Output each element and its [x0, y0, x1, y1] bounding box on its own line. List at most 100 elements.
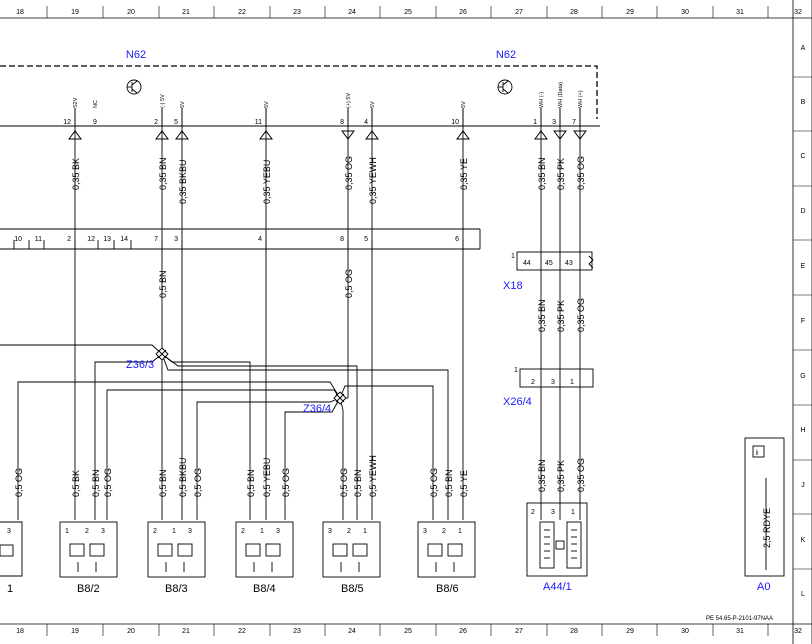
col-label: 31 [736, 628, 744, 635]
signal-label: 5V [370, 101, 376, 108]
signal-label: 5V [461, 101, 467, 108]
wire-label: 0,5 BN [246, 469, 256, 497]
signal-label: S2V [73, 97, 79, 108]
pin-number: 11 [255, 119, 262, 126]
pin-number: 1 [458, 528, 462, 535]
sensor-b8-2-label: B8/2 [77, 583, 100, 595]
pin-number: 2 [153, 528, 157, 535]
signal-label: WH (Data) [558, 82, 564, 108]
pin-number: 3 [551, 509, 555, 516]
transistor-icon [497, 79, 513, 95]
wire-label: 0,5 YEBU [262, 458, 272, 497]
pin-number: 10 [451, 119, 459, 126]
col-label: 20 [127, 628, 135, 635]
col-label: 21 [182, 628, 190, 635]
z36-4-label: Z36/4 [303, 403, 331, 415]
row-label: B [801, 99, 806, 106]
pin-number: 6 [455, 236, 459, 243]
row-label: G [800, 373, 805, 380]
col-label: 31 [736, 9, 744, 16]
pin-number: 2 [67, 236, 71, 243]
pin-number: 5 [174, 119, 178, 126]
sensor-b8-5-pins: 3 2 1 [328, 528, 367, 535]
row-label: J [801, 482, 805, 489]
pin-number: 1 [571, 509, 575, 516]
a0-wire-label: 2,5 RDYE [762, 508, 772, 548]
sensor-b8-5 [322, 521, 381, 578]
wire-label: 0,5 OG [339, 468, 349, 497]
pin-number: 1 [260, 528, 264, 535]
pin-number: 2 [442, 528, 446, 535]
pin-number: 1 [533, 119, 537, 126]
pin-number: 4 [258, 236, 262, 243]
pin-number: 3 [188, 528, 192, 535]
x18-wire-labels: 0,35 BN 0,35 PK 0,35 OG [537, 298, 586, 332]
a44-1-component [526, 502, 588, 577]
row-label: A [801, 45, 806, 52]
pin-number: 7 [154, 236, 158, 243]
x18-connector [516, 251, 594, 271]
pin-number: 3 [174, 236, 178, 243]
sensor-b8-4-label: B8/4 [253, 583, 276, 595]
document-reference: PE 54.65-P-2101-97NAA [706, 616, 773, 622]
col-label: 24 [348, 628, 356, 635]
ruler-ticks [46, 6, 769, 636]
sensor-b8-3-label: B8/3 [165, 583, 188, 595]
sensor-b8-6 [417, 521, 476, 578]
pin-number: 45 [545, 260, 553, 267]
wire-label: 0,5 BN [353, 469, 363, 497]
x26-4-label: X26/4 [503, 396, 532, 408]
wire-label: 0,35 PK [556, 300, 566, 332]
pin-number: 1 [570, 379, 574, 386]
a44-1-pins: 2 3 1 [531, 509, 575, 516]
row-label: E [801, 263, 806, 270]
pin-number: 11 [35, 236, 42, 243]
wire-label: 0,35 BKBU [178, 159, 188, 204]
wire-label: 0,5 BN [91, 469, 101, 497]
sensor-b8-3-pins: 2 1 3 [153, 528, 192, 535]
col-label: 23 [293, 9, 301, 16]
wire-label: 0,5 BN [158, 469, 168, 497]
wire-label: 0,35 BN [537, 459, 547, 492]
pin-number: 2 [85, 528, 89, 535]
column-ruler-bottom: 18 19 20 21 22 23 24 25 26 27 28 29 30 3… [16, 628, 802, 635]
x18-label: X18 [503, 280, 523, 292]
col-label: 24 [348, 9, 356, 16]
splice-z36-4 [333, 391, 347, 405]
wire-label: 0,5 OG [281, 468, 291, 497]
wire-label: 0,35 BN [537, 299, 547, 332]
row-label: L [801, 591, 805, 598]
pin-number: 3 [551, 379, 555, 386]
z36-3-label: Z36/3 [126, 359, 154, 371]
col-label: 30 [681, 628, 689, 635]
direction-arrows [68, 130, 587, 140]
sensor-b8-2 [59, 521, 118, 578]
wire-label: 0,35 YEWH [368, 157, 378, 204]
pin-number: 2 [241, 528, 245, 535]
wire-label: 0,35 OG [576, 298, 586, 332]
pin-number: 1 [172, 528, 176, 535]
pin-number: 13 [103, 236, 111, 243]
sensor-partial [0, 521, 23, 577]
x26-4-pins: 1 2 3 1 [514, 367, 574, 386]
wire-label: 0,5 OG [193, 468, 203, 497]
pin-number: 43 [565, 260, 573, 267]
col-label: 18 [16, 9, 24, 16]
pin-number: 8 [340, 236, 344, 243]
col-label: 22 [238, 628, 246, 635]
wire-label: 0,5 OG [14, 468, 24, 497]
a44-1-label: A44/1 [543, 581, 572, 593]
col-label: 27 [515, 628, 523, 635]
middle-connector [0, 228, 481, 250]
col-label: 19 [71, 9, 79, 16]
wire-label: 0,5 BN [158, 270, 168, 298]
wire-label: 0,5 BN [444, 469, 454, 497]
pin-number: 44 [523, 260, 531, 267]
pin-number: 1 [363, 528, 367, 535]
wire-label: 0,5 YEWH [368, 455, 378, 497]
sensor-partial-label: 1 [7, 583, 13, 595]
wire-label: 0,35 OG [344, 156, 354, 190]
pin-number: 3 [552, 119, 556, 126]
wire-label: 0,35 BN [158, 157, 168, 190]
row-label: D [800, 208, 805, 215]
